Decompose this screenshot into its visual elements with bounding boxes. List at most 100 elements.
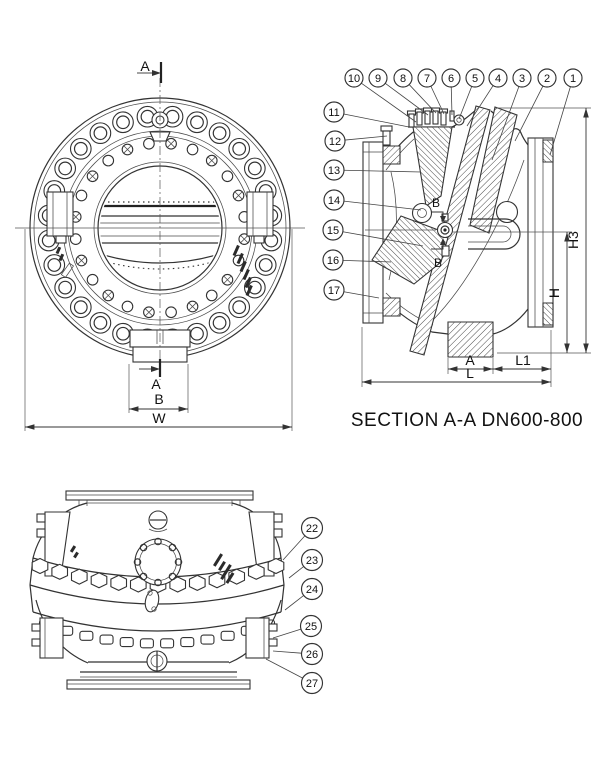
bolt-head — [160, 638, 175, 649]
callout-number: 15 — [327, 225, 339, 237]
cast-mark — [239, 260, 247, 273]
callout-leader — [458, 86, 473, 120]
trunnion-boss-right — [246, 191, 274, 237]
callout-circle-13 — [323, 159, 345, 181]
cast-mark — [69, 545, 77, 553]
section-cut-marker-top: A — [137, 58, 163, 83]
flange-bolt — [254, 254, 277, 276]
cover-bolt — [133, 558, 142, 566]
cover-bolt — [154, 537, 162, 546]
cast-mark — [232, 244, 240, 257]
callout-leader — [288, 566, 304, 579]
callout-circle-4 — [488, 68, 508, 88]
stud — [416, 111, 423, 126]
hex-nut — [188, 574, 206, 592]
bolt-head — [180, 637, 195, 648]
callout-leader — [344, 135, 388, 141]
callout-leader — [450, 86, 453, 116]
callout-number: 13 — [328, 165, 340, 177]
callout-circle-2 — [537, 68, 557, 88]
callout-leader — [491, 86, 520, 161]
callout-leader — [361, 82, 417, 123]
inner-bolt-ring — [69, 137, 251, 319]
flange-bolt — [228, 296, 251, 319]
flange-bolt — [89, 122, 112, 145]
cover-bolt — [86, 273, 99, 286]
callout-leader — [284, 595, 304, 611]
hinge-stud — [380, 125, 393, 132]
inspection-cover — [134, 538, 182, 586]
callout-number: 27 — [306, 678, 318, 690]
nameplate-slot — [60, 262, 74, 278]
callout-number: 22 — [306, 523, 318, 535]
bolt-head — [220, 630, 235, 641]
bolt-head — [200, 634, 215, 645]
cut-arrow — [440, 238, 446, 245]
callout-number: 4 — [495, 73, 501, 85]
cast-mark — [242, 268, 250, 281]
cast-marks — [55, 244, 253, 297]
cast-mark — [244, 276, 252, 289]
cut-arrow — [151, 366, 160, 372]
callout-circle-25 — [299, 614, 323, 638]
dim-label-l1: L1 — [515, 352, 531, 368]
callout-circle-8 — [393, 68, 413, 88]
callout-circle-3 — [512, 68, 532, 88]
hex-nut — [110, 574, 128, 592]
callout-circle-10 — [344, 68, 364, 88]
hinge-block-right — [245, 617, 270, 659]
callout-number: 23 — [306, 555, 318, 567]
cover-bolt — [139, 543, 148, 552]
flange-bolt — [228, 137, 251, 160]
hex-nut — [90, 572, 108, 589]
callout-number: 16 — [327, 255, 339, 267]
callout-number: 11 — [328, 107, 339, 119]
callout-leader — [272, 628, 302, 639]
callout-circle-1 — [563, 68, 583, 88]
callout-leader — [342, 231, 424, 247]
cast-mark — [218, 560, 226, 572]
cover-bolt — [75, 189, 88, 202]
flange-bolt — [243, 157, 266, 180]
callout-circle-7 — [417, 68, 437, 88]
dimension-b: B — [128, 364, 189, 413]
flange-bolt — [69, 137, 92, 160]
drain-boss — [144, 589, 160, 613]
section-view: B B H3 H A L1 — [322, 68, 591, 431]
callout-number: 26 — [306, 649, 318, 661]
flange-bolt — [89, 311, 112, 334]
retainer-loop — [468, 218, 521, 250]
cover-bolt — [165, 306, 177, 319]
section-cut-label: B — [434, 256, 442, 270]
section-cut-label: A — [140, 58, 150, 74]
cast-mark — [220, 563, 232, 581]
callout-circle-23 — [300, 548, 324, 572]
flange-bolt — [54, 157, 77, 180]
callout-leader — [272, 650, 302, 654]
right-flange — [527, 137, 554, 328]
section-cut-marker-b-top: B — [431, 196, 446, 223]
callout-leader — [343, 113, 410, 128]
callout-leader — [430, 85, 445, 115]
section-cut-marker-bottom: A — [139, 359, 161, 392]
callout-number: 2 — [544, 73, 550, 85]
callout-leader — [343, 169, 422, 173]
hex-nut — [267, 557, 285, 575]
callout-leader — [408, 84, 437, 114]
dim-label-w: W — [152, 410, 166, 426]
hex-nut — [31, 557, 49, 575]
cover-studs — [406, 107, 449, 128]
cut-arrow — [152, 70, 161, 76]
cover-bolt — [205, 289, 218, 302]
front-view: A A B W — [15, 58, 305, 431]
bottom-flange-plate — [66, 679, 251, 690]
cover-bolt — [143, 137, 155, 150]
left-flange — [362, 141, 384, 324]
flange-bolt — [208, 122, 231, 145]
callout-circle-24 — [300, 577, 324, 601]
cover-bolt — [221, 170, 234, 183]
bolt-head — [119, 637, 134, 648]
cast-mark — [225, 572, 235, 584]
bolt-head — [79, 630, 94, 641]
